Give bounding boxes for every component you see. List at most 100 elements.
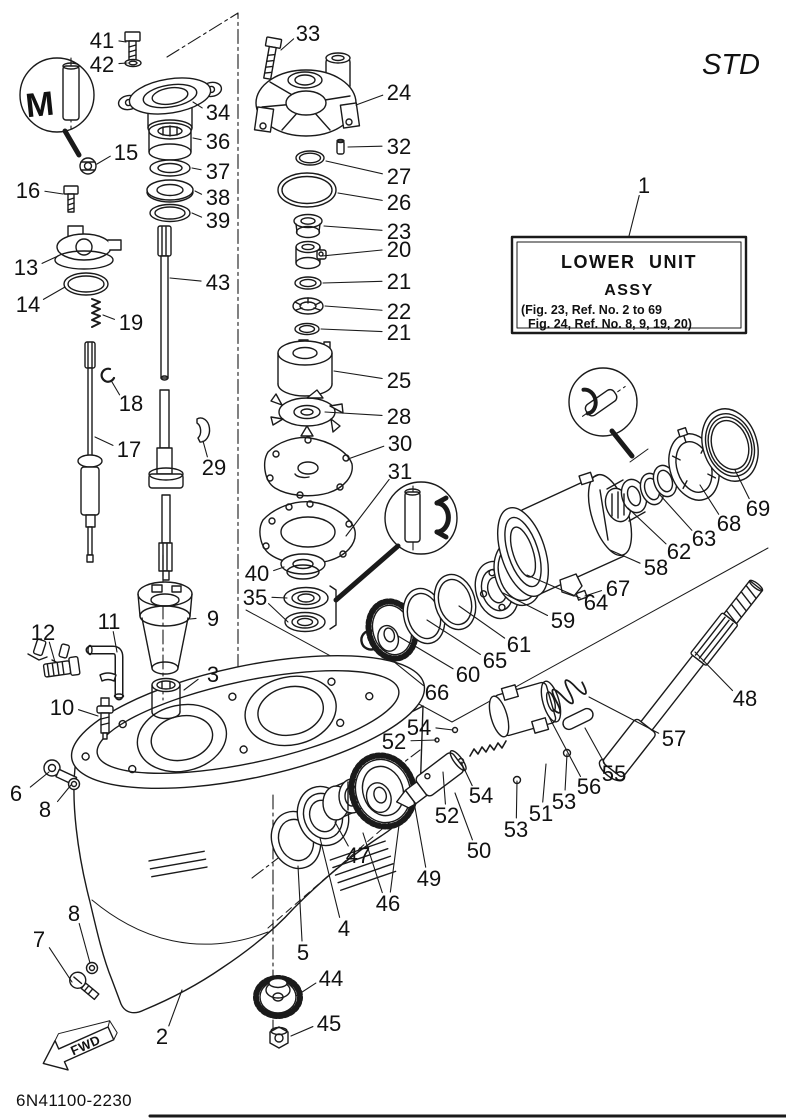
callout-leader bbox=[44, 190, 64, 195]
callout-31: 31 bbox=[345, 459, 412, 537]
pin-55 bbox=[562, 707, 594, 731]
callout-number: 27 bbox=[387, 164, 411, 189]
callout-leader bbox=[319, 837, 341, 918]
callout-number: 24 bbox=[387, 80, 411, 105]
callout-leader bbox=[297, 865, 303, 942]
callout-56: 56 bbox=[547, 714, 601, 799]
callout-18: 18 bbox=[111, 381, 143, 416]
callout-leader bbox=[323, 225, 383, 231]
callout-leader bbox=[460, 761, 473, 787]
callout-39: 39 bbox=[191, 208, 230, 233]
o-ring-27 bbox=[295, 150, 325, 166]
o-ring-26 bbox=[277, 172, 337, 208]
callout-number: 62 bbox=[667, 539, 691, 564]
callout-leader bbox=[526, 574, 581, 599]
callout-number: 38 bbox=[206, 185, 230, 210]
callout-leader bbox=[191, 167, 202, 171]
callout-8: 8 bbox=[39, 784, 72, 822]
callout-24: 24 bbox=[355, 80, 411, 106]
outer-plate-30 bbox=[263, 436, 353, 499]
bearing-carrier-58 bbox=[497, 471, 633, 597]
callout-leader bbox=[48, 641, 56, 663]
callout-54: 54 bbox=[460, 761, 493, 808]
callout-number: 14 bbox=[16, 292, 40, 317]
callout-number: 58 bbox=[644, 555, 668, 580]
shift-cam-13 bbox=[54, 225, 122, 270]
callout-6: 6 bbox=[10, 771, 50, 806]
callout-54: 54 bbox=[407, 715, 454, 740]
callout-67: 67 bbox=[584, 576, 630, 601]
callout-leader bbox=[547, 714, 582, 778]
pin-callout-mid bbox=[333, 481, 458, 603]
bolt-33 bbox=[263, 36, 283, 80]
callout-26: 26 bbox=[337, 190, 411, 215]
clamp-parts bbox=[27, 638, 71, 666]
callout-leader bbox=[628, 195, 640, 237]
callout-4: 4 bbox=[319, 837, 350, 941]
callout-number: 13 bbox=[14, 255, 38, 280]
callout-leader bbox=[426, 619, 481, 655]
washer-8b bbox=[85, 961, 99, 975]
callout-leader bbox=[169, 277, 202, 282]
callout-30: 30 bbox=[347, 431, 412, 460]
callout-5: 5 bbox=[297, 865, 309, 965]
callout-25: 25 bbox=[333, 368, 411, 393]
callout-number: 53 bbox=[504, 817, 528, 842]
variant-label: STD bbox=[702, 49, 760, 81]
callout-leader bbox=[397, 635, 454, 670]
shift-plunger-49-50 bbox=[395, 749, 467, 809]
callout-leader bbox=[458, 605, 506, 639]
zone-divider-vertical bbox=[166, 12, 239, 766]
callout-number: 56 bbox=[577, 774, 601, 799]
water-pump-housing-24 bbox=[253, 52, 361, 137]
title-box-note-2: Fig. 24, Ref. No. 8, 9, 19, 20) bbox=[528, 317, 692, 331]
callout-46: 46 bbox=[362, 824, 400, 916]
washer-37 bbox=[149, 159, 191, 177]
drawing-code: 6N41100-2230 bbox=[16, 1091, 132, 1110]
callout-number: 8 bbox=[39, 797, 51, 822]
callout-number: 19 bbox=[119, 310, 143, 335]
callout-leader bbox=[694, 651, 734, 692]
callout-leader bbox=[324, 305, 383, 311]
spring-19 bbox=[91, 298, 101, 328]
callout-leader bbox=[78, 922, 91, 964]
callout-leader bbox=[77, 709, 99, 717]
callout-number: 61 bbox=[507, 632, 531, 657]
callout-66: 66 bbox=[371, 643, 449, 705]
callout-number: 17 bbox=[117, 437, 141, 462]
callout-20: 20 bbox=[321, 237, 411, 262]
callout-leader bbox=[271, 596, 288, 599]
callout-leader bbox=[362, 832, 383, 894]
callout-17: 17 bbox=[94, 436, 141, 462]
callout-number: 66 bbox=[425, 680, 449, 705]
callout-65: 65 bbox=[426, 619, 507, 673]
callout-45: 45 bbox=[290, 1011, 341, 1037]
callout-leader bbox=[295, 982, 317, 997]
callout-32: 32 bbox=[347, 134, 411, 159]
callout-15: 15 bbox=[96, 140, 138, 165]
callout-leader bbox=[202, 440, 208, 458]
collar-20 bbox=[295, 240, 327, 270]
callout-10: 10 bbox=[50, 695, 99, 720]
callout-number: 57 bbox=[662, 726, 686, 751]
callout-leader bbox=[502, 592, 549, 617]
callout-37: 37 bbox=[191, 159, 230, 184]
callout-number: 33 bbox=[296, 21, 320, 46]
callout-leader bbox=[56, 784, 72, 803]
bearing-40 bbox=[280, 553, 326, 580]
callout-leader bbox=[118, 40, 127, 43]
callout-41: 41 bbox=[90, 28, 127, 53]
callout-leader bbox=[42, 286, 66, 300]
o-ring-39 bbox=[149, 203, 191, 223]
spring-51 bbox=[469, 740, 507, 757]
callout-leader bbox=[322, 280, 383, 284]
callout-number: 39 bbox=[206, 208, 230, 233]
callout-number: 18 bbox=[119, 391, 143, 416]
anode-bolt-12 bbox=[42, 656, 81, 678]
callout-leader bbox=[333, 370, 383, 380]
callout-number: 31 bbox=[388, 459, 412, 484]
callout-48: 48 bbox=[694, 651, 757, 711]
callout-leader bbox=[273, 566, 285, 572]
callout-2: 2 bbox=[156, 989, 183, 1049]
gear-case-flange bbox=[70, 654, 426, 790]
